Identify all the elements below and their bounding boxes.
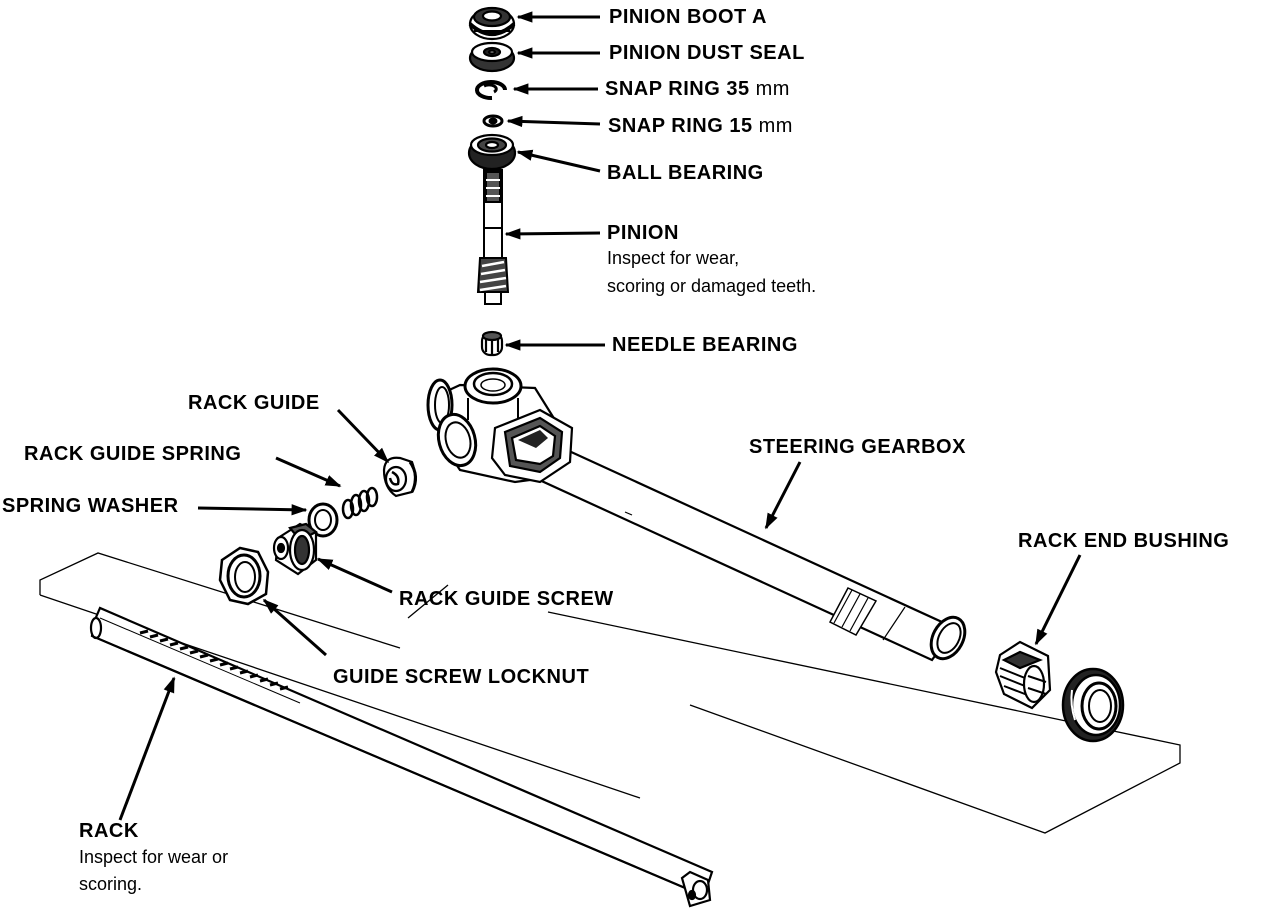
snap-ring-35-text: SNAP RING 35 [605, 78, 750, 100]
guide-screw-locknut [218, 546, 270, 606]
pinion-dust-seal [468, 41, 516, 73]
label-pinion-dust-seal: PINION DUST SEAL [609, 42, 805, 64]
label-rack-end-bushing: RACK END BUSHING [1018, 530, 1230, 552]
rack-note-line-1: Inspect for wear or [79, 847, 229, 867]
pinion-note-line-2: scoring or damaged teeth. [607, 276, 817, 296]
snap-ring-15-unit: mm [758, 115, 793, 137]
ball-bearing [467, 133, 517, 171]
label-pinion-boot-a: PINION BOOT A [609, 6, 767, 28]
leader-arrows [118, 11, 1082, 821]
label-rack: RACK [79, 820, 139, 842]
rack-guide [382, 456, 417, 498]
label-needle-bearing: NEEDLE BEARING [612, 334, 798, 356]
snap-ring-15-text: SNAP RING 15 [608, 115, 753, 137]
rack-guide-spring [341, 486, 379, 520]
rack-note-line-2: scoring. [79, 874, 143, 894]
label-pinion: PINION [607, 222, 679, 244]
label-snap-ring-15mm: SNAP RING 15 mm [608, 115, 793, 137]
needle-bearing [480, 330, 504, 357]
snap-ring-15mm [482, 114, 504, 128]
steering-gearbox [426, 367, 967, 662]
pinion-shaft [476, 169, 510, 305]
pinion-note-line-1: Inspect for wear, [607, 248, 740, 268]
pinion-boot-a [468, 6, 516, 41]
snap-ring-35-unit: mm [755, 78, 790, 100]
label-rack-guide-screw: RACK GUIDE SCREW [399, 588, 614, 610]
rack-guide-screw [272, 522, 319, 576]
label-guide-screw-locknut: GUIDE SCREW LOCKNUT [333, 666, 590, 688]
label-spring-washer: SPRING WASHER [2, 495, 179, 517]
rack-end-seal [1061, 667, 1125, 743]
rack-bar [89, 606, 714, 908]
label-rack-guide-spring: RACK GUIDE SPRING [24, 443, 242, 465]
label-ball-bearing: BALL BEARING [607, 162, 764, 184]
rack-end-bushing [994, 640, 1052, 710]
label-rack-guide: RACK GUIDE [188, 392, 320, 414]
label-steering-gearbox: STEERING GEARBOX [749, 436, 966, 458]
spring-washer [307, 502, 339, 538]
snap-ring-35mm [475, 80, 507, 101]
label-snap-ring-35mm: SNAP RING 35 mm [605, 78, 790, 100]
